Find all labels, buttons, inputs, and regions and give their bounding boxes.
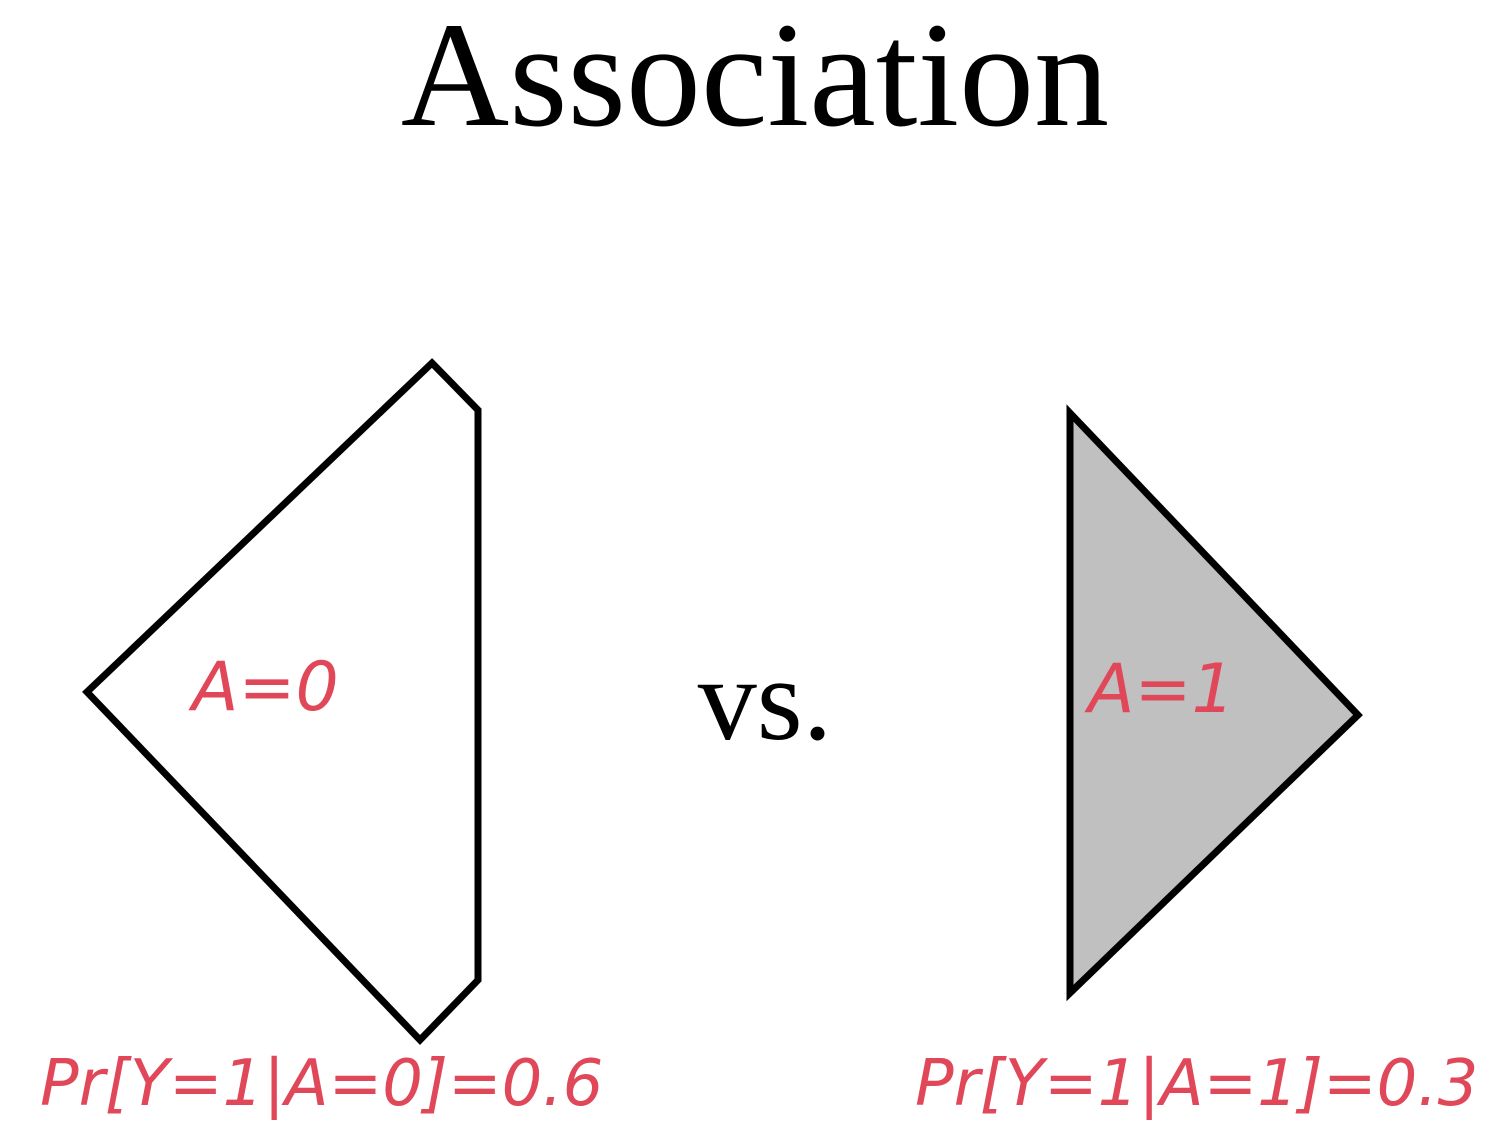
right-probability: Pr[Y=1|A=1]=0.3 [915,1047,1478,1121]
vs-separator: vs. [697,634,833,765]
left-shape-label: A=0 [188,648,339,727]
slide-title: Association [400,0,1110,158]
right-shape-a1 [1066,404,1363,1002]
right-shape-label: A=1 [1084,650,1235,729]
left-shape-a0 [82,358,482,1046]
left-probability: Pr[Y=1|A=0]=0.6 [40,1047,603,1121]
